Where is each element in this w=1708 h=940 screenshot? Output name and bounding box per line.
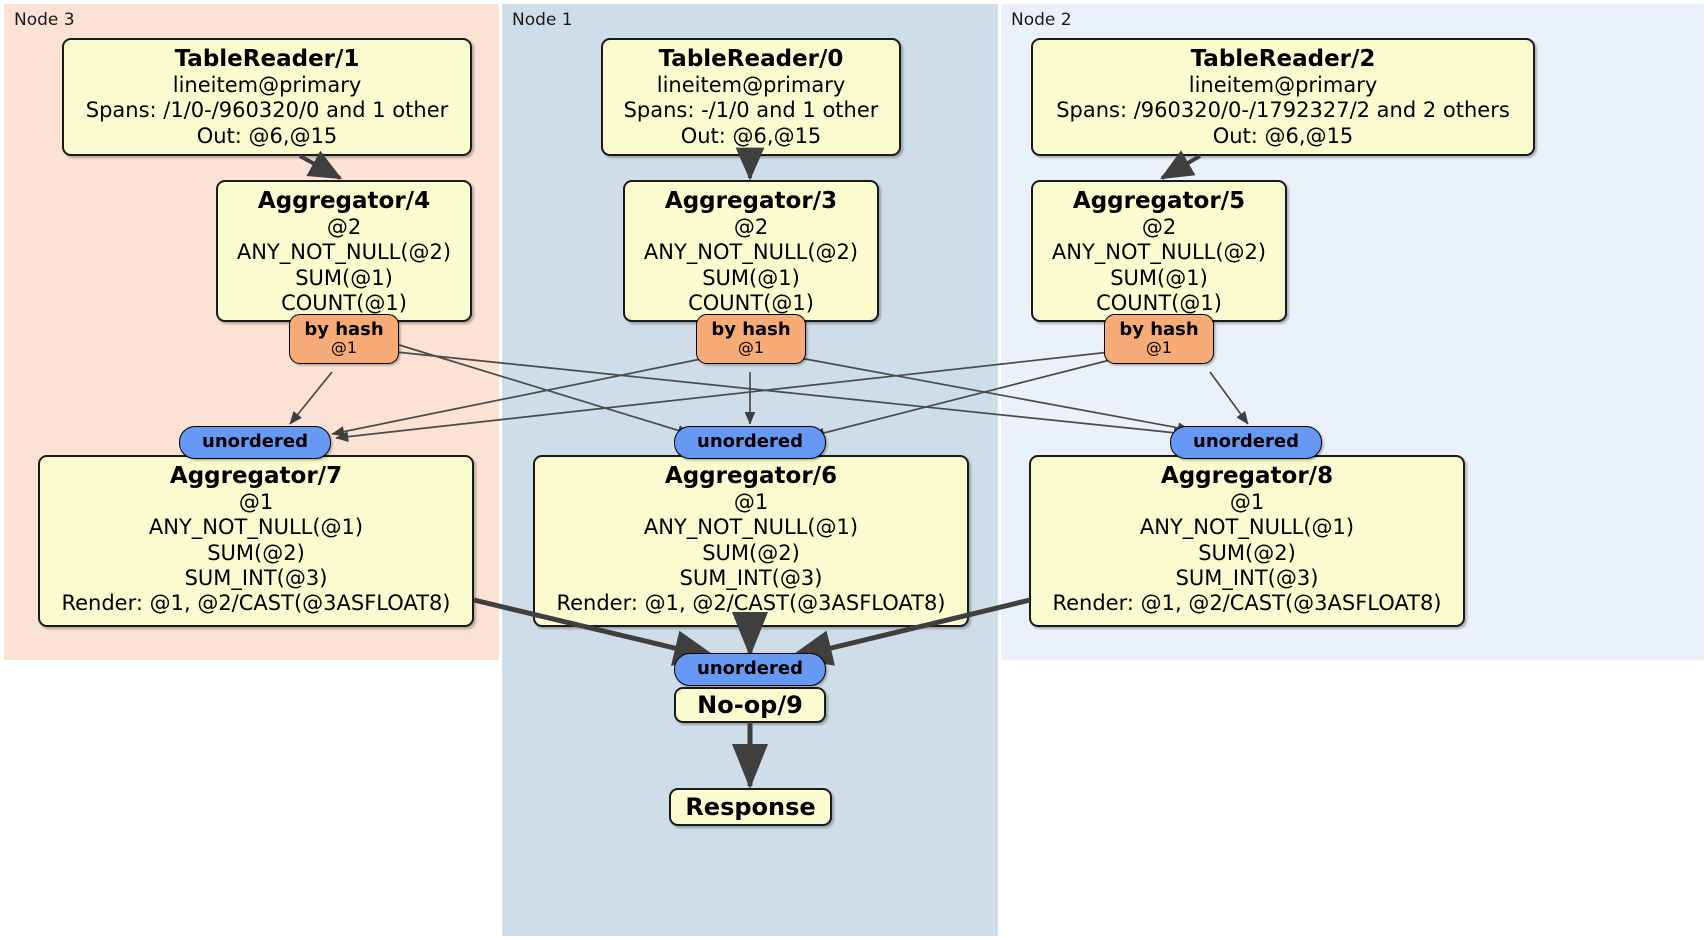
synchronizer-label: unordered — [697, 431, 803, 453]
processor-line: COUNT(@1) — [281, 290, 407, 315]
processor-aggregator-8[interactable]: Aggregator/8 @1 ANY_NOT_NULL(@1) SUM(@2)… — [1029, 455, 1465, 627]
processor-line: Out: @6,@15 — [196, 123, 338, 148]
processor-line: Spans: /960320/0-/1792327/2 and 2 others — [1056, 98, 1510, 123]
synchronizer-unordered-aggregator-6[interactable]: unordered — [674, 426, 826, 459]
processor-line: @1 — [733, 490, 769, 515]
processor-line: lineitem@primary — [1188, 73, 1378, 98]
processor-line: ANY_NOT_NULL(@2) — [1051, 240, 1267, 265]
processor-line: @2 — [326, 215, 362, 240]
processor-line: Render: @1, @2/CAST(@3ASFLOAT8) — [61, 590, 451, 615]
processor-title: Aggregator/6 — [664, 463, 838, 489]
router-by-hash-aggregator-5[interactable]: by hash @1 — [1104, 314, 1214, 364]
router-sublabel: @1 — [1145, 338, 1173, 358]
router-by-hash-aggregator-3[interactable]: by hash @1 — [696, 314, 806, 364]
synchronizer-label: unordered — [202, 431, 308, 453]
processor-aggregator-5[interactable]: Aggregator/5 @2 ANY_NOT_NULL(@2) SUM(@1)… — [1031, 180, 1287, 322]
node-panel-label-node3: Node 3 — [14, 10, 75, 30]
processor-line: lineitem@primary — [172, 73, 362, 98]
processor-line: SUM_INT(@3) — [679, 565, 823, 590]
processor-line: Out: @6,@15 — [680, 123, 822, 148]
processor-line: Spans: /1/0-/960320/0 and 1 other — [85, 98, 449, 123]
processor-line: Render: @1, @2/CAST(@3ASFLOAT8) — [1052, 590, 1442, 615]
synchronizer-label: unordered — [697, 658, 803, 680]
router-label: by hash — [711, 319, 791, 341]
processor-line: lineitem@primary — [656, 73, 846, 98]
processor-table-reader-0[interactable]: TableReader/0 lineitem@primary Spans: -/… — [601, 38, 901, 156]
synchronizer-unordered-aggregator-7[interactable]: unordered — [179, 426, 331, 459]
synchronizer-unordered-final[interactable]: unordered — [674, 653, 826, 686]
processor-title: Aggregator/3 — [664, 188, 838, 214]
processor-line: SUM(@1) — [295, 265, 393, 290]
processor-title: TableReader/0 — [658, 46, 844, 72]
processor-line: @1 — [1229, 490, 1265, 515]
processor-table-reader-2[interactable]: TableReader/2 lineitem@primary Spans: /9… — [1031, 38, 1535, 156]
processor-title: Aggregator/8 — [1160, 463, 1334, 489]
processor-line: ANY_NOT_NULL(@1) — [643, 515, 859, 540]
processor-line: ANY_NOT_NULL(@1) — [1139, 515, 1355, 540]
node-panel-label-node2: Node 2 — [1011, 10, 1072, 30]
processor-line: SUM(@2) — [702, 540, 800, 565]
synchronizer-unordered-aggregator-8[interactable]: unordered — [1170, 426, 1322, 459]
processor-title: No-op/9 — [697, 690, 803, 719]
processor-title: TableReader/2 — [1190, 46, 1376, 72]
processor-line: Out: @6,@15 — [1212, 123, 1354, 148]
processor-line: COUNT(@1) — [1096, 290, 1222, 315]
processor-line: SUM(@1) — [1110, 265, 1208, 290]
processor-title: Aggregator/4 — [257, 188, 431, 214]
processor-aggregator-7[interactable]: Aggregator/7 @1 ANY_NOT_NULL(@1) SUM(@2)… — [38, 455, 474, 627]
router-sublabel: @1 — [330, 338, 358, 358]
processor-aggregator-6[interactable]: Aggregator/6 @1 ANY_NOT_NULL(@1) SUM(@2)… — [533, 455, 969, 627]
processor-line: SUM(@2) — [1198, 540, 1296, 565]
processor-line: @2 — [733, 215, 769, 240]
processor-response[interactable]: Response — [669, 788, 832, 826]
router-by-hash-aggregator-4[interactable]: by hash @1 — [289, 314, 399, 364]
node-panel-label-node1: Node 1 — [512, 10, 573, 30]
synchronizer-label: unordered — [1193, 431, 1299, 453]
processor-title: Aggregator/7 — [169, 463, 343, 489]
processor-table-reader-1[interactable]: TableReader/1 lineitem@primary Spans: /1… — [62, 38, 472, 156]
router-sublabel: @1 — [737, 338, 765, 358]
processor-line: SUM(@1) — [702, 265, 800, 290]
processor-line: ANY_NOT_NULL(@1) — [148, 515, 364, 540]
processor-line: SUM_INT(@3) — [184, 565, 328, 590]
processor-line: @1 — [238, 490, 274, 515]
processor-title: Response — [685, 792, 816, 821]
processor-line: ANY_NOT_NULL(@2) — [643, 240, 859, 265]
processor-line: Render: @1, @2/CAST(@3ASFLOAT8) — [556, 590, 946, 615]
processor-line: Spans: -/1/0 and 1 other — [623, 98, 879, 123]
processor-title: TableReader/1 — [174, 46, 360, 72]
processor-title: Aggregator/5 — [1072, 188, 1246, 214]
processor-line: SUM(@2) — [207, 540, 305, 565]
router-label: by hash — [304, 319, 384, 341]
processor-aggregator-4[interactable]: Aggregator/4 @2 ANY_NOT_NULL(@2) SUM(@1)… — [216, 180, 472, 322]
router-label: by hash — [1119, 319, 1199, 341]
processor-aggregator-3[interactable]: Aggregator/3 @2 ANY_NOT_NULL(@2) SUM(@1)… — [623, 180, 879, 322]
processor-line: @2 — [1141, 215, 1177, 240]
processor-line: ANY_NOT_NULL(@2) — [236, 240, 452, 265]
processor-line: COUNT(@1) — [688, 290, 814, 315]
processor-line: SUM_INT(@3) — [1175, 565, 1319, 590]
